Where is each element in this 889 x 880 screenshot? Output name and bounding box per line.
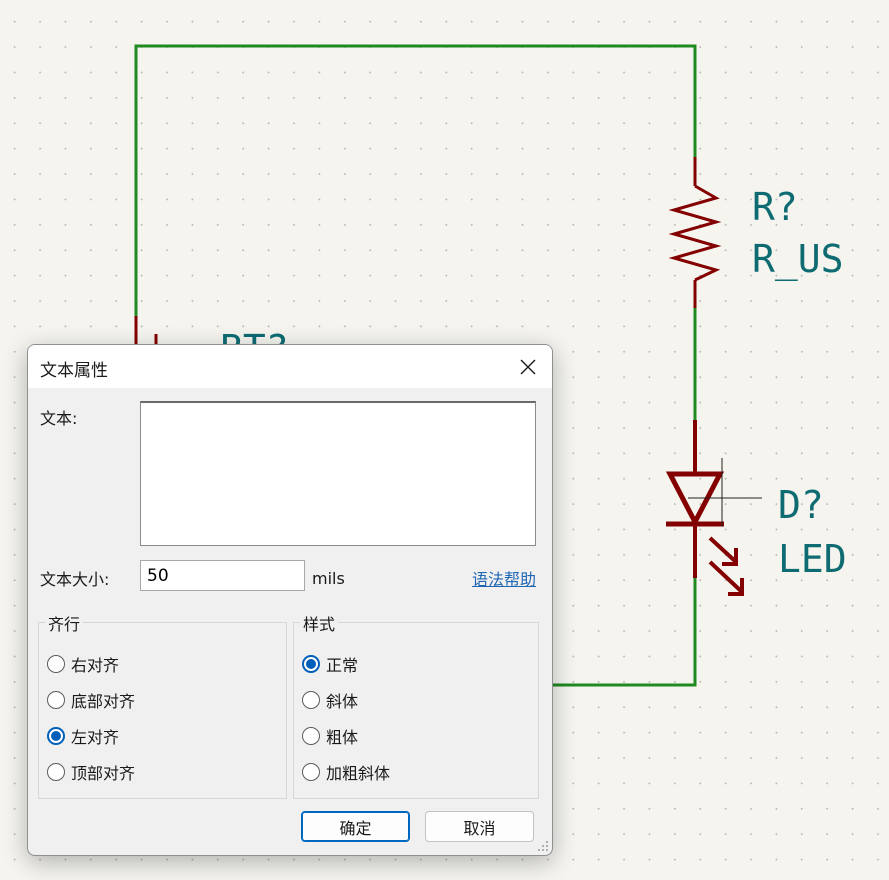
justify-bottom-radio[interactable] <box>47 691 65 709</box>
text-input[interactable] <box>140 401 536 546</box>
close-button[interactable] <box>504 345 552 388</box>
style-bold-radio[interactable] <box>302 727 320 745</box>
justify-bottom-option[interactable]: 底部对齐 <box>47 688 135 712</box>
close-icon <box>520 359 536 374</box>
resize-grip-icon[interactable] <box>537 840 549 852</box>
led-symbol[interactable] <box>665 420 744 596</box>
justify-group: 齐行 右对齐 底部对齐 左对齐 顶部对齐 <box>38 611 287 799</box>
justify-top-option[interactable]: 顶部对齐 <box>47 760 135 784</box>
style-bold-option[interactable]: 粗体 <box>302 724 358 748</box>
style-group: 样式 正常 斜体 粗体 加粗斜体 <box>293 611 539 799</box>
dialog-title: 文本属性 <box>40 361 108 381</box>
text-size-input[interactable] <box>140 560 305 591</box>
wire-top[interactable] <box>134 44 697 320</box>
crosshair-cursor <box>688 458 762 526</box>
style-italic-option[interactable]: 斜体 <box>302 688 358 712</box>
style-bold-italic-option[interactable]: 加粗斜体 <box>302 760 390 784</box>
wires[interactable] <box>134 44 697 687</box>
justify-right-radio[interactable] <box>47 655 65 673</box>
style-normal-option[interactable]: 正常 <box>302 652 358 676</box>
resistor-symbol[interactable] <box>668 157 722 308</box>
style-normal-radio[interactable] <box>302 655 320 673</box>
text-label: 文本: <box>40 409 78 428</box>
text-size-unit: mils <box>312 569 345 588</box>
led-value: LED <box>778 537 847 581</box>
resistor-ref: R? <box>752 185 798 229</box>
dialog-titlebar[interactable]: 文本属性 <box>28 345 552 388</box>
style-group-title: 样式 <box>300 611 339 635</box>
justify-top-radio[interactable] <box>47 763 65 781</box>
justify-right-option[interactable]: 右对齐 <box>47 652 119 676</box>
style-normal-label: 正常 <box>326 656 359 675</box>
style-bold-label: 粗体 <box>326 728 359 747</box>
battery-symbol-partial[interactable] <box>134 316 158 344</box>
justify-right-label: 右对齐 <box>71 656 120 675</box>
justify-left-option[interactable]: 左对齐 <box>47 724 119 748</box>
ok-button[interactable]: 确定 <box>301 811 410 842</box>
style-italic-label: 斜体 <box>326 692 359 711</box>
justify-top-label: 顶部对齐 <box>71 764 136 783</box>
style-bold-italic-radio[interactable] <box>302 763 320 781</box>
justify-bottom-label: 底部对齐 <box>71 692 136 711</box>
cancel-button[interactable]: 取消 <box>425 811 534 842</box>
resistor-value: R_US <box>752 237 844 282</box>
led-ref: D? <box>778 483 824 527</box>
style-italic-radio[interactable] <box>302 691 320 709</box>
wire-bottom[interactable] <box>540 578 697 687</box>
text-properties-dialog: 文本属性 文本: 文本大小: mils 语法帮助 齐行 右对齐 底部对齐 左对齐… <box>27 344 553 856</box>
text-size-label: 文本大小: <box>40 570 110 589</box>
justify-left-radio[interactable] <box>47 727 65 745</box>
syntax-help-link[interactable]: 语法帮助 <box>471 570 536 589</box>
justify-left-label: 左对齐 <box>71 728 120 747</box>
justify-group-title: 齐行 <box>45 611 84 635</box>
style-bold-italic-label: 加粗斜体 <box>326 764 391 783</box>
